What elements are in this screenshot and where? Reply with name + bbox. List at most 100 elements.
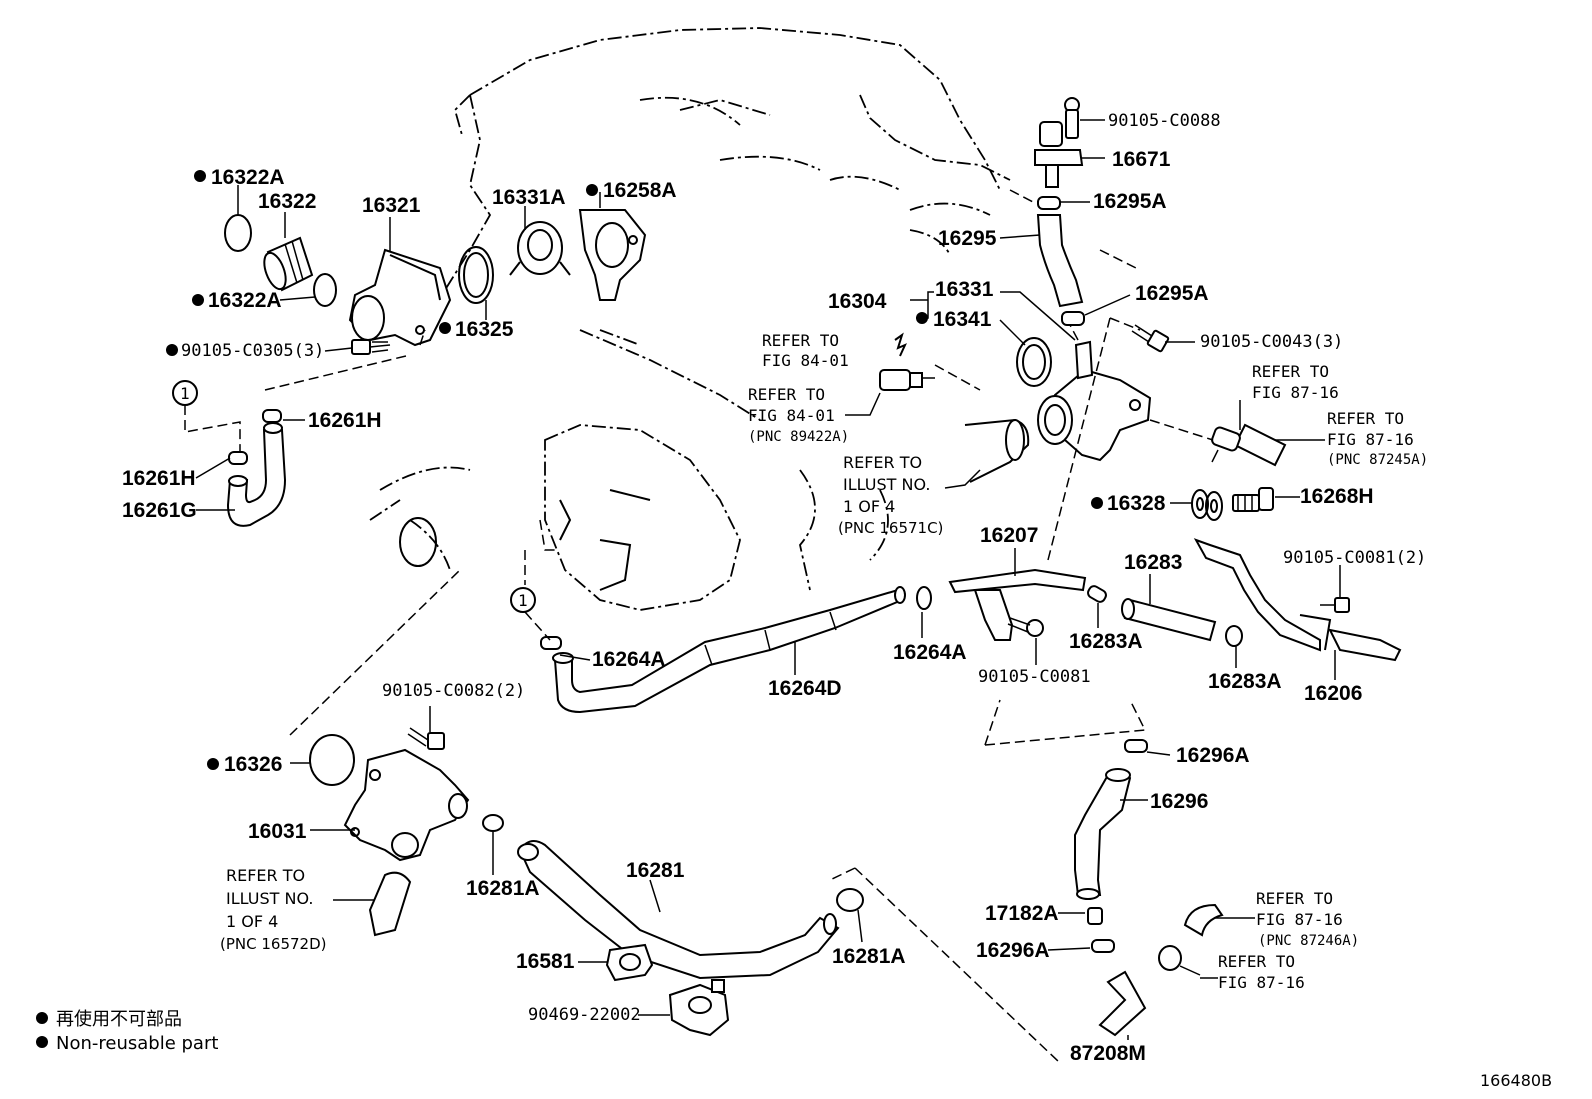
diagram-id: 166480B (1480, 1071, 1552, 1090)
label-16264A-right[interactable]: 16264A (893, 641, 967, 664)
ref-line: REFER TO (226, 866, 305, 885)
label-16031[interactable]: 16031 (248, 820, 307, 843)
ref-illust-16572D[interactable]: REFER TO ILLUST NO. 1 OF 4 (PNC 16572D) (220, 866, 326, 953)
label-16296[interactable]: 16296 (1150, 790, 1208, 813)
nonreusable-dot (439, 322, 451, 334)
ref-fig87-top[interactable]: REFER TO FIG 87-16 (1252, 362, 1339, 402)
bolt-90105-C0043 (1131, 324, 1170, 353)
label-90105-C0081[interactable]: 90105-C0081 (978, 667, 1091, 687)
ref-line: FIG 84-01 (748, 406, 835, 425)
label-16325[interactable]: 16325 (439, 318, 514, 341)
clamp-16296A-top (1124, 739, 1148, 753)
label-16207[interactable]: 16207 (980, 524, 1038, 547)
label-16283[interactable]: 16283 (1124, 551, 1182, 574)
clamp-16296A-bottom (1091, 939, 1115, 953)
ref-line: (PNC 89422A) (748, 429, 849, 445)
label-16671[interactable]: 16671 (1112, 148, 1171, 171)
ref-line: (PNC 87246A) (1258, 933, 1359, 949)
label-16268H[interactable]: 16268H (1300, 485, 1374, 508)
label-90105-C0088[interactable]: 90105-C0088 (1108, 111, 1221, 131)
clamp-16281A-right (836, 888, 864, 912)
bolt-90105-C0088 (1064, 97, 1080, 139)
label-16322A-top[interactable]: 16322A (194, 166, 285, 189)
ref-line: FIG 87-16 (1252, 383, 1339, 402)
label-16296A-bottom[interactable]: 16296A (976, 939, 1050, 962)
label-16341[interactable]: 16341 (916, 308, 992, 331)
label-16321[interactable]: 16321 (362, 194, 421, 217)
ref-fig84-top[interactable]: REFER TO FIG 84-01 (762, 331, 849, 370)
hose-16281 (482, 814, 864, 980)
label-16264A-left[interactable]: 16264A (592, 648, 666, 671)
label-16322A-bottom[interactable]: 16322A (192, 289, 282, 312)
label-16281A-left[interactable]: 16281A (466, 877, 540, 900)
label-90105-C0043[interactable]: 90105-C0043(3) (1200, 332, 1343, 352)
gasket-16341 (1016, 337, 1052, 387)
gasket-16325 (458, 246, 494, 304)
nonreusable-dot (36, 1036, 48, 1048)
label-16264D[interactable]: 16264D (768, 677, 842, 700)
legend: 再使用不可部品 Non-reusable part (36, 1009, 218, 1054)
label-16281A-right[interactable]: 16281A (832, 945, 906, 968)
pipe-16206 (1193, 538, 1402, 662)
clamp-16281A-left (482, 814, 504, 832)
bolt-90105-C0081 (1007, 617, 1044, 637)
label-16283A-right[interactable]: 16283A (1208, 670, 1282, 693)
label-16328[interactable]: 16328 (1091, 492, 1166, 515)
label-16326[interactable]: 16326 (207, 753, 282, 776)
water-outlet-16331 (1037, 340, 1152, 462)
label-16261G[interactable]: 16261G (122, 499, 197, 522)
clamp-16295A-mid (1061, 311, 1085, 326)
label-87208M[interactable]: 87208M (1070, 1042, 1146, 1065)
label-16206[interactable]: 16206 (1304, 682, 1362, 705)
label-16322[interactable]: 16322 (258, 190, 316, 213)
ref-line: FIG 87-16 (1327, 430, 1414, 449)
label-16281[interactable]: 16281 (626, 859, 685, 882)
ref-line: REFER TO (1327, 409, 1404, 428)
part-number: 16326 (224, 753, 282, 776)
ref-fig87-pnc[interactable]: REFER TO FIG 87-16 (PNC 87245A) (1327, 409, 1428, 468)
label-16331A[interactable]: 16331A (492, 186, 566, 209)
hose-16322 (263, 236, 314, 292)
ref-fig87-87246A[interactable]: REFER TO FIG 87-16 (PNC 87246A) (1256, 889, 1359, 949)
ref-line: ILLUST NO. (226, 889, 313, 908)
label-16295A-mid[interactable]: 16295A (1135, 282, 1209, 305)
nonreusable-dot (192, 294, 204, 306)
nonreusable-dot (1091, 497, 1103, 509)
housing-16321 (348, 248, 452, 347)
label-16296A-top[interactable]: 16296A (1176, 744, 1250, 767)
ref-line: REFER TO (1256, 889, 1333, 908)
label-90469-22002[interactable]: 90469-22002 (528, 1005, 641, 1025)
ref-fig87-bottom[interactable]: REFER TO FIG 87-16 (1218, 952, 1305, 992)
label-90105-C0081-2[interactable]: 90105-C0081(2) (1283, 548, 1426, 568)
clamp-16261H-bottom (228, 451, 248, 465)
label-90105-C0305[interactable]: 90105-C0305(3) (166, 341, 324, 361)
ref-fig84-pnc[interactable]: REFER TO FIG 84-01 (PNC 89422A) (748, 385, 849, 445)
label-16258A[interactable]: 16258A (586, 179, 677, 202)
nonreusable-dot (586, 184, 598, 196)
label-16295A-top[interactable]: 16295A (1093, 190, 1167, 213)
label-16283A-left[interactable]: 16283A (1069, 630, 1143, 653)
label-16261H-right[interactable]: 16261H (308, 409, 382, 432)
label-16295[interactable]: 16295 (938, 227, 997, 250)
label-17182A[interactable]: 17182A (985, 902, 1059, 925)
pipe-16207 (948, 568, 1087, 641)
ref-line: (PNC 16572D) (220, 935, 326, 953)
label-16581[interactable]: 16581 (516, 950, 575, 973)
label-16304[interactable]: 16304 (828, 290, 887, 313)
marker-text: 1 (518, 591, 528, 610)
ref-illust-16571C[interactable]: REFER TO ILLUST NO. 1 OF 4 (PNC 16571C) (838, 453, 943, 537)
part-number: 16341 (933, 308, 992, 331)
gasket-16258A (578, 209, 647, 301)
part-number: 16322A (211, 166, 285, 189)
pipe-refer-16572D (368, 871, 412, 937)
clamp-16581 (605, 943, 654, 982)
ref-line: FIG 87-16 (1256, 910, 1343, 929)
ref-line: REFER TO (762, 331, 839, 350)
label-16261H-left[interactable]: 16261H (122, 467, 196, 490)
plug-17182A (1087, 907, 1103, 925)
part-number: 16328 (1107, 492, 1166, 515)
label-16331[interactable]: 16331 (935, 278, 994, 301)
label-90105-C0082[interactable]: 90105-C0082(2) (382, 681, 525, 701)
marker-1-left: 1 (172, 380, 198, 406)
